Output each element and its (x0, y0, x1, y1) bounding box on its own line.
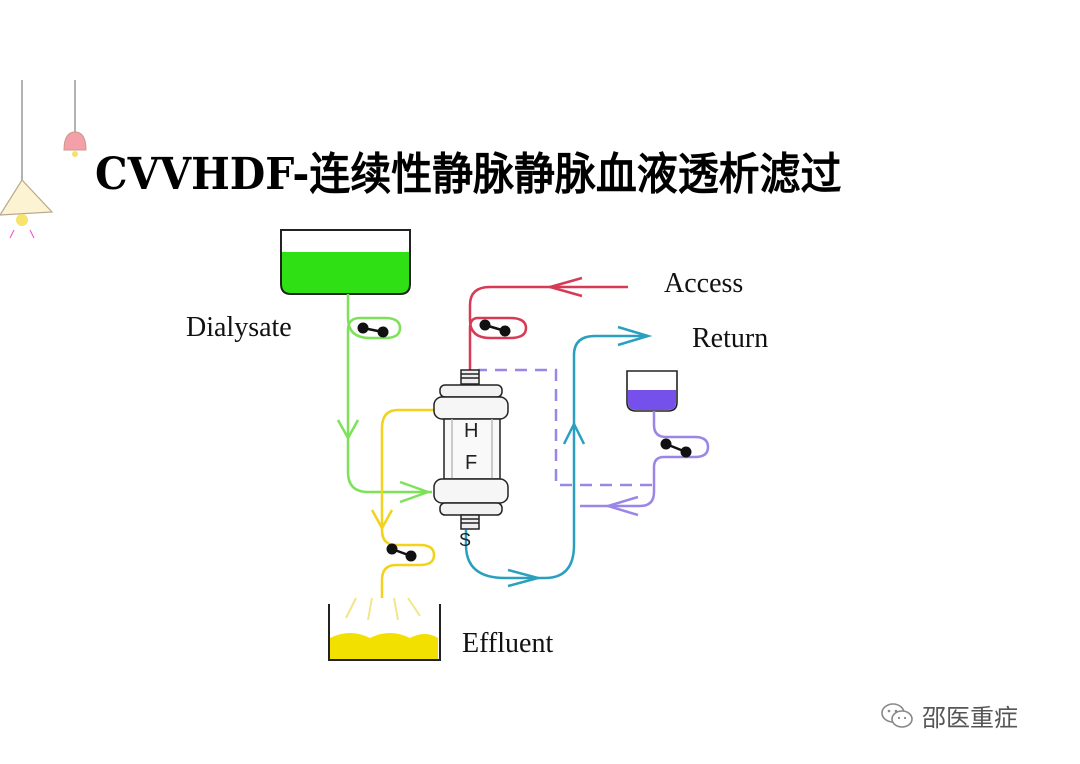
watermark: 邵医重症 (880, 698, 1018, 733)
blood-pump-icon (479, 319, 511, 337)
access-label: Access (664, 268, 744, 299)
effluent-label: Effluent (462, 628, 554, 659)
effluent-line (370, 408, 436, 598)
replacement-line (478, 368, 710, 517)
replacement-pump-icon (660, 438, 692, 458)
access-line (468, 276, 628, 372)
hemofilter-icon (433, 369, 509, 530)
filter-letter-s: S (459, 530, 472, 550)
slide-title: CVVHDF-连续性静脉静脉血液透析滤过 (95, 149, 842, 200)
effluent-pump-icon (386, 543, 417, 562)
replacement-fluid-container (626, 370, 678, 412)
return-line (464, 325, 653, 588)
watermark-text: 邵医重症 (922, 704, 1018, 732)
filter-letter-h: H (464, 420, 479, 442)
dialysate-pump-icon (357, 322, 389, 338)
filter-letter-f: F (465, 452, 478, 474)
dialysate-line (336, 294, 432, 504)
dialysate-label: Dialysate (186, 312, 292, 343)
hanging-lamp-decoration (0, 80, 87, 239)
wechat-icon (881, 702, 913, 728)
return-label: Return (692, 323, 769, 354)
dialysate-container (280, 229, 411, 295)
effluent-container (328, 597, 441, 661)
